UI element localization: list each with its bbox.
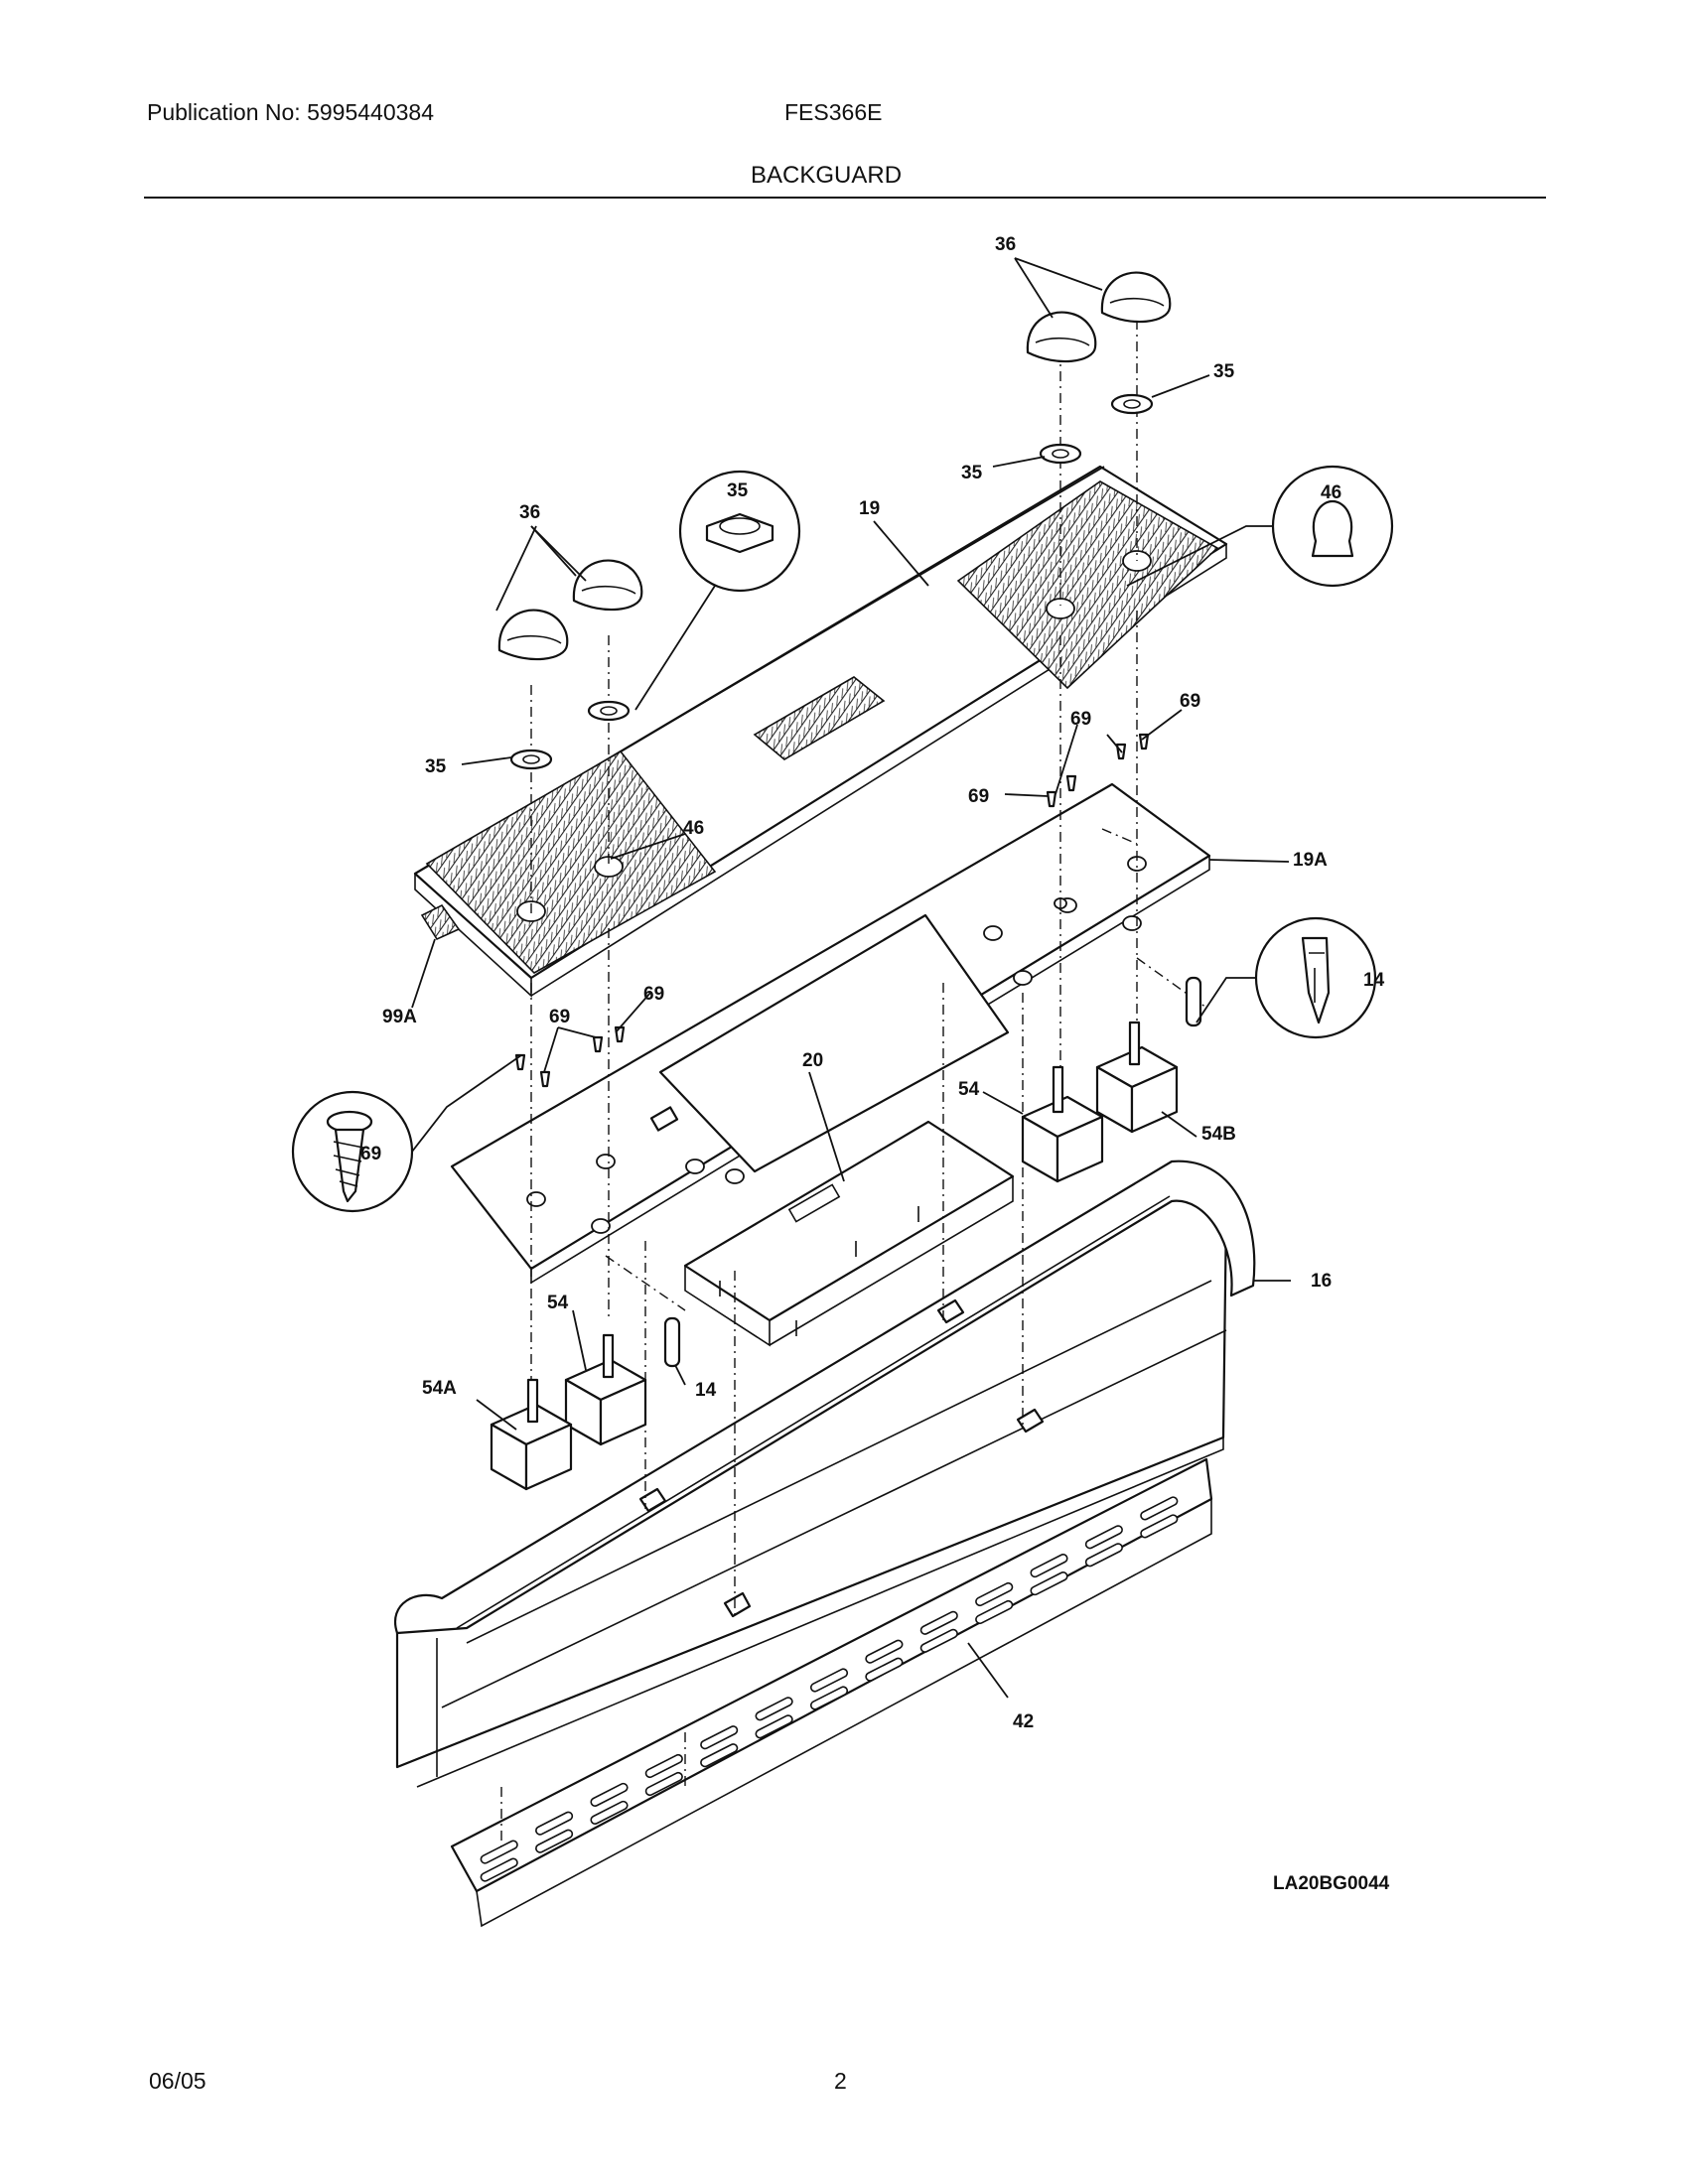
vent-slot xyxy=(535,1811,574,1836)
detail-circle-35 xyxy=(678,470,801,593)
callout-35-left: 35 xyxy=(425,756,447,777)
screws-69 xyxy=(514,733,1150,1088)
knob-36-top-mid xyxy=(1026,311,1097,363)
leader-lines xyxy=(411,257,1291,1699)
vent-slot xyxy=(480,1857,518,1882)
callout-labels: 36 35 35 46 36 35 19 35 46 69 69 69 19A … xyxy=(360,234,1390,1894)
callout-69-circle: 69 xyxy=(360,1144,381,1164)
callout-54A: 54A xyxy=(422,1378,457,1399)
vent-slot xyxy=(644,1753,683,1779)
overlay-tail-99A xyxy=(420,903,461,941)
knob-36-left-a xyxy=(572,559,643,612)
vent-slot xyxy=(1140,1496,1179,1521)
switch-54-left xyxy=(564,1333,647,1446)
callout-36-top: 36 xyxy=(995,234,1016,255)
vent-slot xyxy=(809,1686,849,1710)
knob-36-top-right xyxy=(1100,271,1172,324)
vent-slot xyxy=(755,1714,793,1739)
vent-slot xyxy=(1140,1514,1179,1539)
vent-slot xyxy=(590,1800,629,1825)
vent-slot xyxy=(975,1599,1014,1625)
vent-slots xyxy=(480,1496,1179,1882)
callout-69-a: 69 xyxy=(1070,709,1091,730)
lamp-socket-14-small-right xyxy=(1185,976,1202,1027)
vent-slot xyxy=(919,1628,958,1653)
callout-36-left: 36 xyxy=(519,502,540,523)
bracket-cutout xyxy=(658,913,1010,1173)
knob-36-left-b xyxy=(497,609,569,661)
vent-slot xyxy=(535,1829,574,1853)
vent-slot xyxy=(865,1639,904,1664)
callout-35-right: 35 xyxy=(1213,361,1235,382)
callout-19A: 19A xyxy=(1293,850,1328,871)
callout-14-small: 14 xyxy=(695,1380,717,1401)
vent-slot xyxy=(809,1668,849,1693)
switch-54A xyxy=(490,1378,573,1491)
callout-14-circle: 14 xyxy=(1363,970,1385,991)
switch-54B xyxy=(1095,1021,1179,1134)
vent-slot xyxy=(700,1743,739,1768)
callout-69-d: 69 xyxy=(549,1007,570,1027)
switch-54-right xyxy=(1021,1065,1104,1183)
callout-69-c: 69 xyxy=(968,786,989,807)
footer-date: 06/05 xyxy=(149,2068,207,2094)
panel-texture-left xyxy=(425,750,717,974)
vent-slot xyxy=(755,1697,793,1721)
washers-35 xyxy=(509,393,1154,770)
callout-46-circle: 46 xyxy=(1321,482,1341,503)
callout-16: 16 xyxy=(1311,1271,1332,1292)
control-panel-19 xyxy=(413,465,1228,998)
footer-page-number: 2 xyxy=(834,2068,847,2094)
backguard-16 xyxy=(394,1160,1256,1788)
display-window xyxy=(753,676,886,760)
vent-slot xyxy=(700,1725,739,1750)
callout-54-left: 54 xyxy=(547,1293,569,1313)
callout-69-b: 69 xyxy=(1180,691,1200,712)
electronic-control-20 xyxy=(683,1120,1015,1347)
lamp-socket-14-small-left xyxy=(663,1316,681,1368)
section-title: BACKGUARD xyxy=(751,162,903,189)
assembly-lines xyxy=(500,298,1207,1846)
callout-42: 42 xyxy=(1013,1711,1034,1732)
vent-slot xyxy=(644,1771,683,1797)
callout-54-right: 54 xyxy=(958,1079,980,1100)
publication-number: Publication No: 5995440384 xyxy=(147,99,435,125)
callout-35-circle: 35 xyxy=(727,480,749,501)
header-rule xyxy=(144,197,1546,199)
callout-54B: 54B xyxy=(1201,1124,1236,1145)
callout-35-mid: 35 xyxy=(961,463,983,483)
panel-texture-right xyxy=(956,480,1219,690)
model-number: FES366E xyxy=(784,99,883,125)
vent-slot xyxy=(1030,1571,1068,1596)
vent-slot xyxy=(480,1840,518,1864)
vent-slot xyxy=(865,1657,904,1682)
vent-slot xyxy=(1084,1543,1123,1568)
callout-99A: 99A xyxy=(382,1007,417,1027)
callout-46-panel: 46 xyxy=(683,818,704,839)
detail-circle-46 xyxy=(1271,465,1394,588)
vent-slot xyxy=(1030,1554,1068,1578)
detail-circle-69 xyxy=(291,1090,414,1213)
detail-circle-14 xyxy=(1254,916,1377,1039)
callout-20: 20 xyxy=(802,1050,823,1071)
diagram-code: LA20BG0044 xyxy=(1273,1873,1390,1894)
callout-19: 19 xyxy=(859,498,880,519)
vent-slot xyxy=(590,1782,629,1807)
vent-slot xyxy=(919,1610,958,1635)
callout-69-e: 69 xyxy=(643,984,664,1005)
vent-slot xyxy=(975,1581,1014,1607)
vent-slot xyxy=(1084,1525,1123,1550)
